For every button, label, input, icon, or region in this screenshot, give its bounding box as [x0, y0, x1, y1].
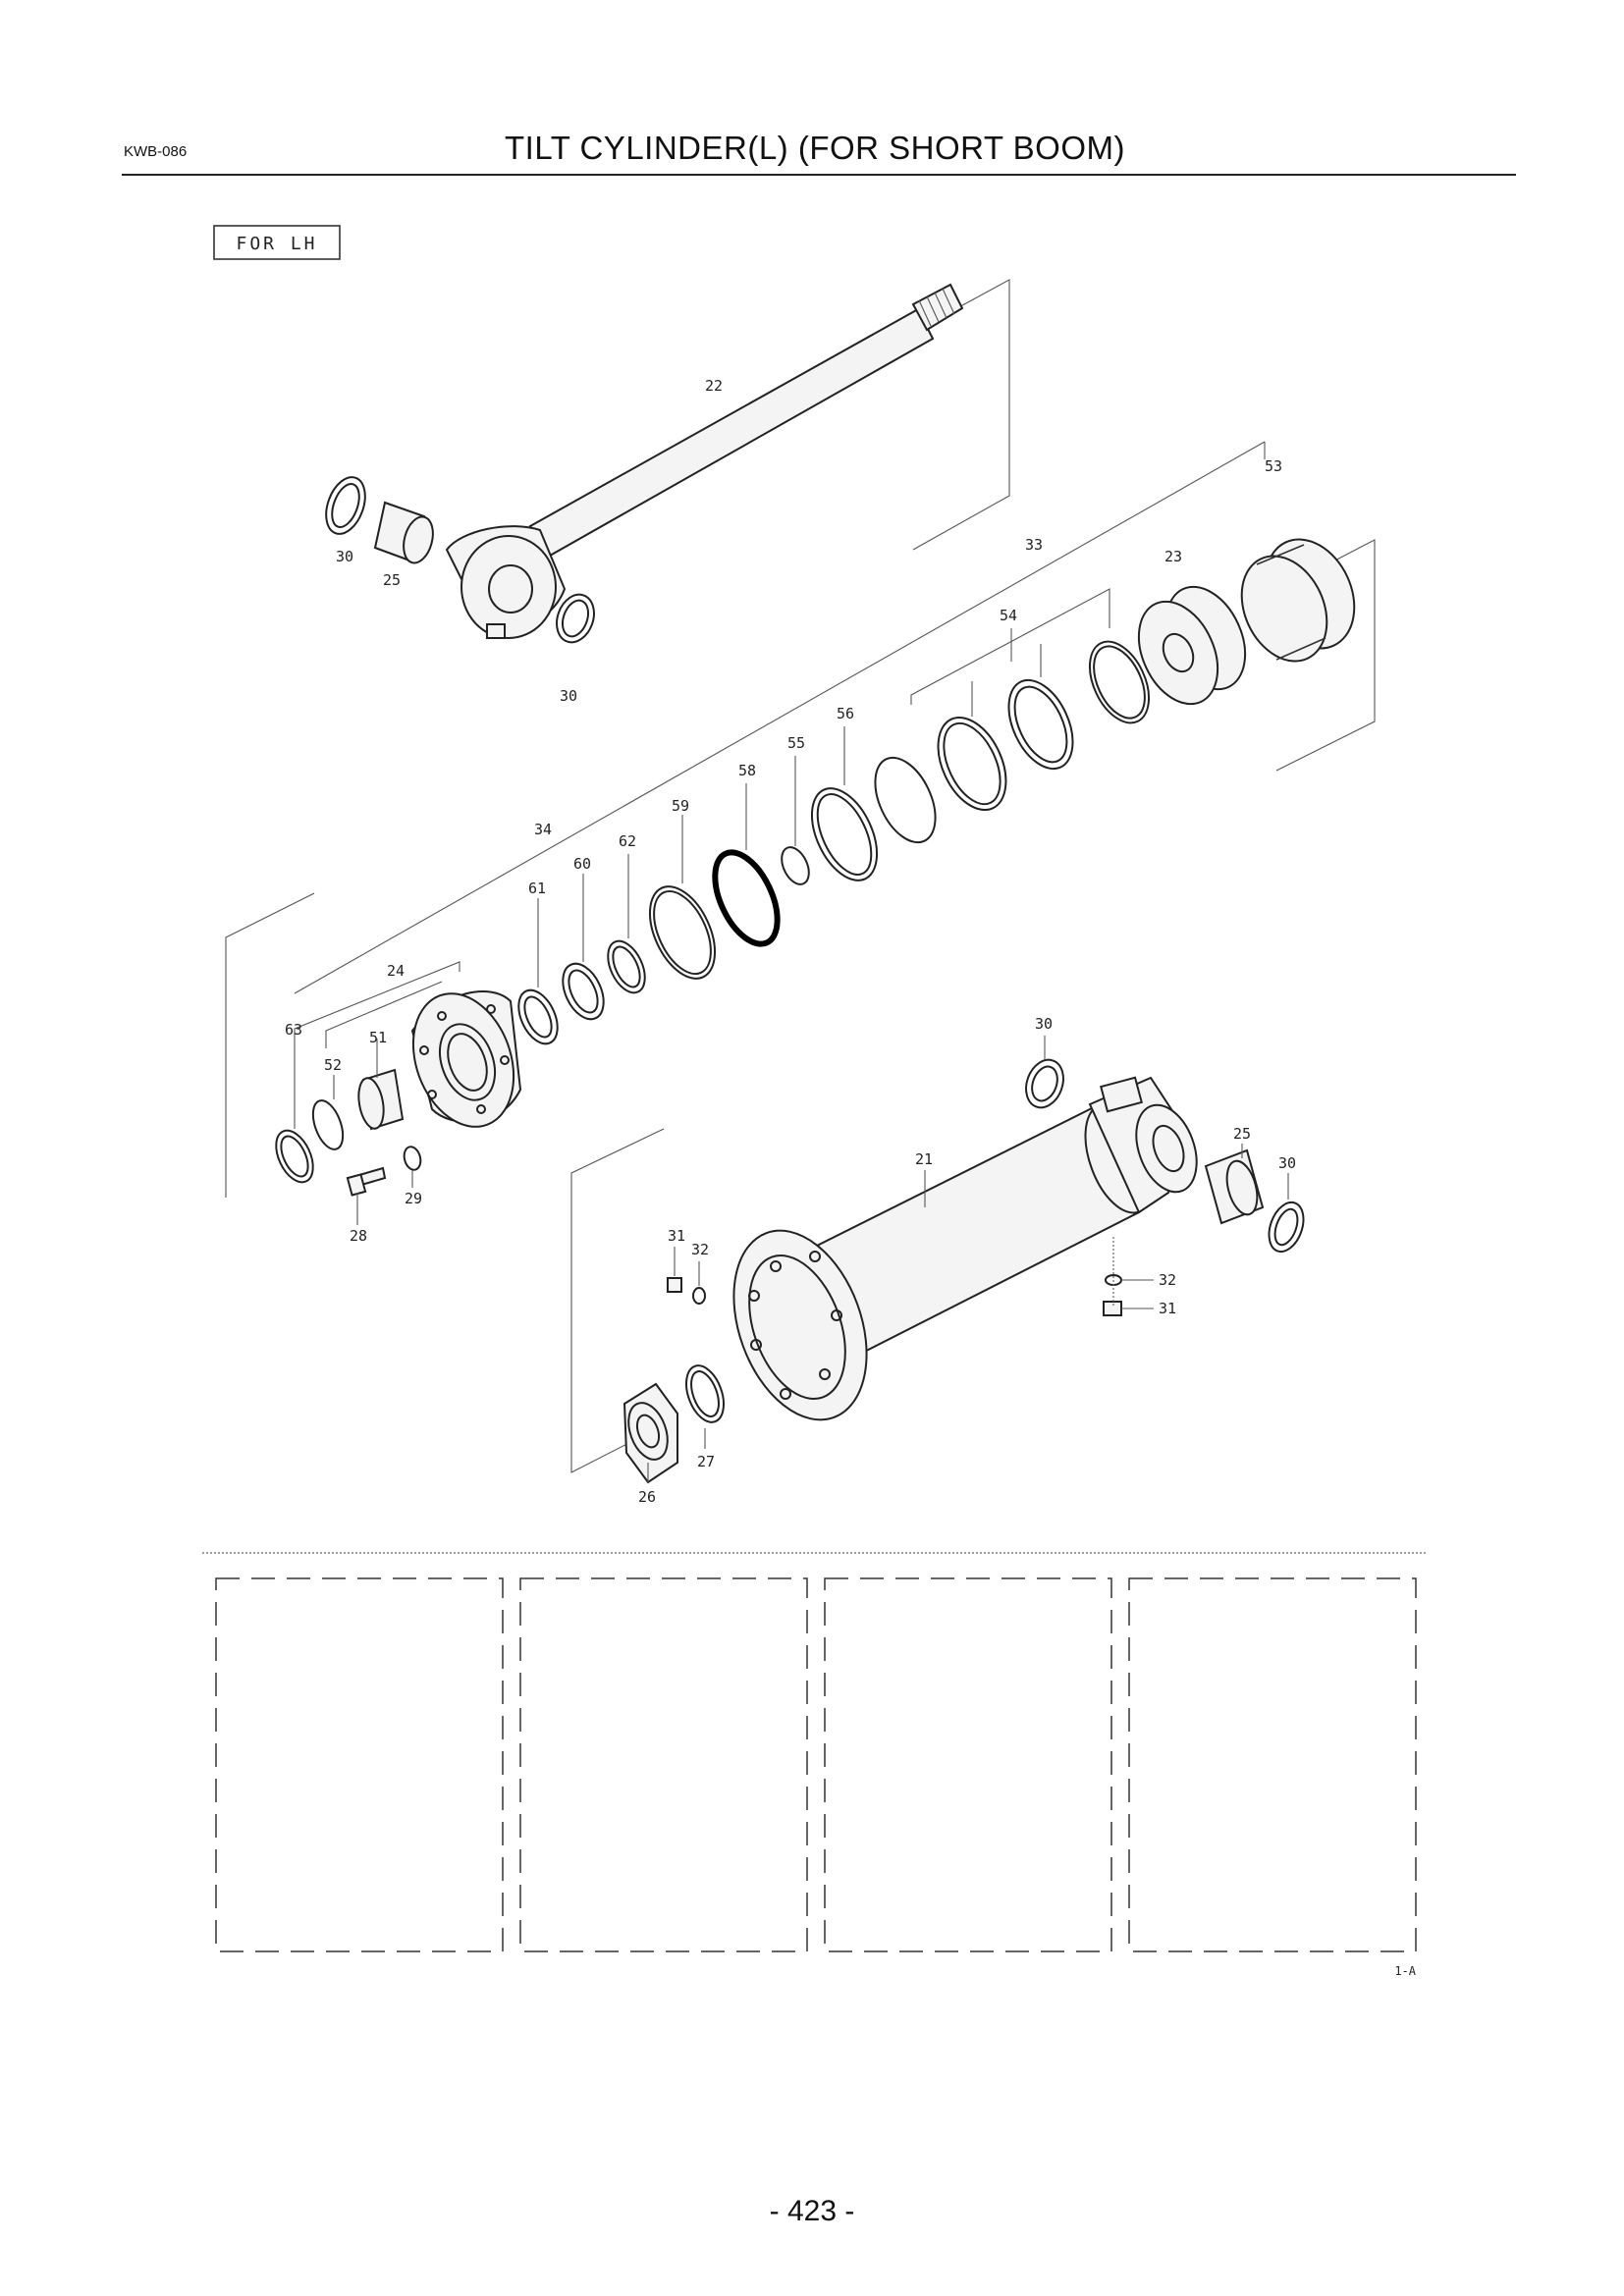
callout-24: 24: [387, 962, 405, 980]
o-ring-56: [810, 787, 879, 881]
o-ring-58: [712, 849, 781, 947]
callout-21: 21: [915, 1150, 933, 1168]
ring-54d: [874, 756, 937, 844]
callout-63: 63: [285, 1021, 302, 1039]
leader-33: [294, 441, 1266, 994]
piston-rod-22: [528, 307, 935, 558]
rod-thread: [911, 283, 964, 332]
callout-51: 51: [369, 1029, 387, 1046]
callout-62: 62: [619, 832, 636, 850]
bracket-left: [225, 892, 315, 1198]
callout-25: 25: [1233, 1125, 1251, 1143]
page-number: - 423 -: [769, 2195, 855, 2227]
snap-ring-30-lower: [1025, 1058, 1064, 1109]
callout-31: 31: [668, 1227, 685, 1245]
piston-seal-group: [225, 441, 1376, 1225]
grease-nipple: [486, 623, 506, 639]
document-code: KWB-086: [124, 143, 188, 160]
callout-56: 56: [837, 705, 854, 722]
variant-box: FOR LH: [213, 225, 341, 260]
note-box-4: [1128, 1577, 1417, 1952]
callout-23: 23: [1164, 548, 1182, 565]
callout-31: 31: [1159, 1300, 1176, 1317]
piston-rod-assembly: [325, 279, 1010, 644]
callout-22: 22: [705, 377, 723, 395]
cylinder-tube-assembly: [570, 1036, 1305, 1484]
callout-59: 59: [672, 797, 689, 815]
note-box-2: [519, 1577, 808, 1952]
callout-30: 30: [560, 687, 577, 705]
note-box-1: [215, 1577, 504, 1952]
callout-34: 34: [534, 821, 552, 838]
snap-ring-30-lower-right: [1268, 1201, 1305, 1254]
callout-labels: 22 53 30 25 30 33 23 54 56 55 58 59 34 6…: [285, 377, 1296, 1506]
ring-60: [562, 962, 605, 1021]
callout-52: 52: [324, 1056, 342, 1074]
snap-ring-27: [685, 1364, 725, 1423]
callout-27: 27: [697, 1453, 715, 1470]
note-box-3: [824, 1577, 1112, 1952]
callout-28: 28: [350, 1227, 367, 1245]
plug-31-right: [1103, 1301, 1122, 1316]
snap-ring-30-right: [556, 593, 595, 644]
callout-30: 30: [336, 548, 353, 565]
variant-box-label: FOR LH: [236, 234, 317, 254]
bracket-lower: [570, 1128, 665, 1473]
ring-54a: [1088, 640, 1151, 724]
title-rule: [122, 174, 1516, 176]
callout-54: 54: [1000, 607, 1017, 624]
ring-54b: [1007, 678, 1074, 771]
plug-31-left: [667, 1277, 682, 1293]
empty-note-boxes: [215, 1577, 1417, 1952]
snap-ring-30: [325, 476, 366, 535]
callout-29: 29: [405, 1190, 422, 1207]
callout-32: 32: [1159, 1271, 1176, 1289]
ring-61: [517, 988, 559, 1045]
page-title: TILT CYLINDER(L) (FOR SHORT BOOM): [505, 130, 1125, 166]
callout-32: 32: [691, 1241, 709, 1258]
ring-59: [648, 885, 717, 980]
dust-seal-63: [275, 1129, 314, 1184]
callout-33: 33: [1025, 536, 1043, 554]
callout-53: 53: [1265, 457, 1282, 475]
o-ring-55: [781, 846, 810, 885]
ring-54c: [937, 716, 1007, 812]
callout-55: 55: [787, 734, 805, 752]
rod-eye-bore: [488, 564, 533, 614]
callout-61: 61: [528, 880, 546, 897]
bracket-line: [912, 279, 1010, 551]
tube-port-block: [1100, 1076, 1143, 1113]
snap-ring-52: [311, 1099, 345, 1150]
washer-29: [403, 1146, 422, 1171]
figure-reference: 1-A: [1394, 1964, 1416, 1978]
ring-62: [607, 939, 646, 994]
callout-30: 30: [1035, 1015, 1053, 1033]
bracket-right: [1275, 539, 1376, 772]
callout-60: 60: [573, 855, 591, 873]
callout-25: 25: [383, 571, 401, 589]
o-ring-32-left: [692, 1287, 706, 1305]
callout-26: 26: [638, 1488, 656, 1506]
callout-30: 30: [1278, 1154, 1296, 1172]
callout-58: 58: [738, 762, 756, 779]
